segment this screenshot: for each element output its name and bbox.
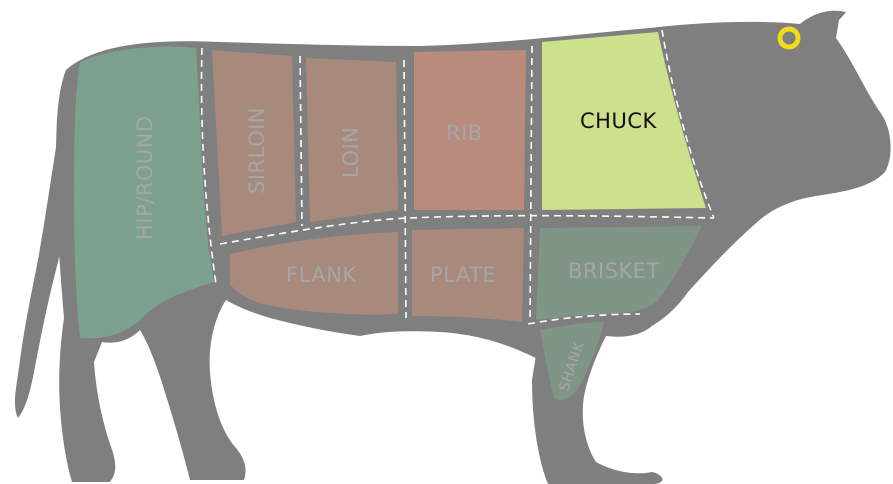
chuck-label: CHUCK bbox=[580, 109, 657, 133]
cut-plate[interactable]: PLATE bbox=[412, 228, 524, 322]
sirloin-label: SIRLOIN bbox=[245, 107, 269, 194]
cut-rib[interactable]: RIB bbox=[414, 50, 526, 210]
cut-loin[interactable]: LOIN bbox=[306, 58, 398, 222]
hip-round-label: HIP/ROUND bbox=[133, 115, 157, 240]
cut-sirloin[interactable]: SIRLOIN bbox=[212, 50, 296, 236]
loin-label: LOIN bbox=[339, 127, 363, 178]
rib-label: RIB bbox=[446, 121, 483, 145]
flank-label: FLANK bbox=[286, 263, 357, 287]
brisket-label: BRISKET bbox=[568, 259, 660, 283]
plate-label: PLATE bbox=[430, 263, 496, 287]
